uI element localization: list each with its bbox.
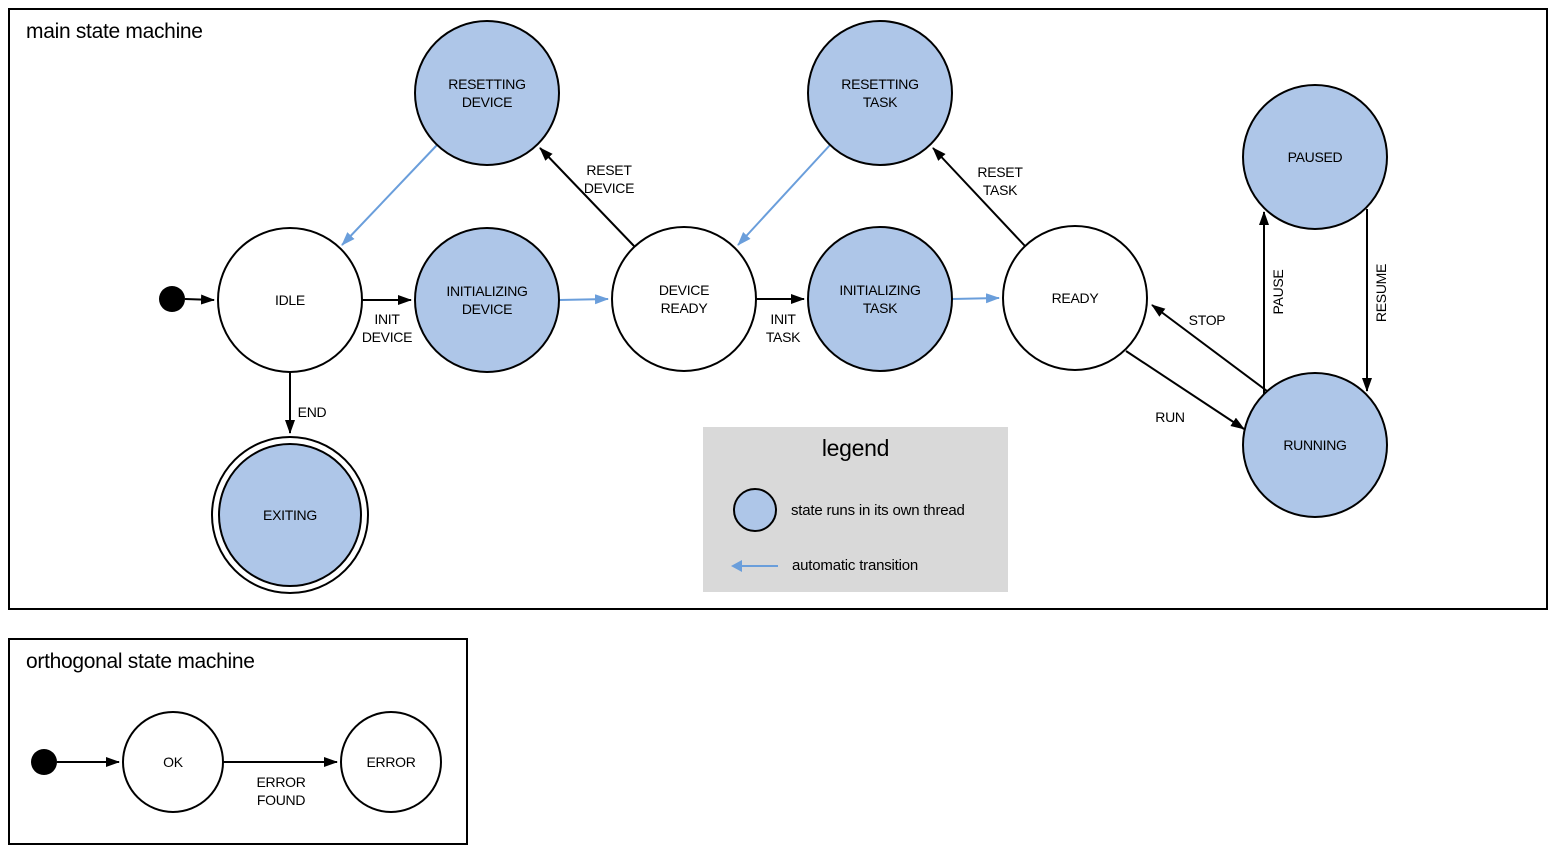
- orthogonal-state-machine-title: orthogonal state machine: [26, 650, 255, 673]
- automatic-transition-arrow-icon: [731, 559, 778, 572]
- transition-start-to-idle: [184, 294, 215, 305]
- state-label-idle: IDLE: [275, 292, 305, 308]
- transition-label-pause: PAUSE: [1270, 270, 1286, 315]
- state-ok: [122, 711, 224, 813]
- state-label-running: RUNNING: [1283, 437, 1346, 453]
- state-idle: [217, 227, 363, 373]
- legend-panel: legend state runs in its own thread auto…: [703, 427, 1008, 592]
- threaded-state-circle-icon: [733, 488, 777, 532]
- state-label-paused: PAUSED: [1288, 149, 1343, 165]
- state-label-ready: READY: [1052, 290, 1100, 306]
- transition-run: [1125, 350, 1245, 430]
- transition-auto-initializing-device-to-device-ready: [558, 294, 609, 305]
- transition-reset-task: [932, 147, 1026, 247]
- legend-title: legend: [821, 435, 890, 461]
- transition-auto-initializing-task-to-ready: [951, 293, 1000, 304]
- legend-automatic-transition-label: automatic transition: [792, 557, 919, 574]
- transition-label-end: END: [298, 404, 327, 420]
- state-exiting: [218, 443, 362, 587]
- transition-stop: [1151, 304, 1268, 392]
- state-label-exiting: EXITING: [263, 507, 317, 523]
- transition-auto-resetting-device-to-idle: [341, 144, 438, 246]
- state-running: [1242, 372, 1388, 518]
- arrow-shaft: [739, 564, 778, 567]
- state-label-error: ERROR: [366, 754, 415, 770]
- transition-auto-resetting-task-to-device-ready: [737, 144, 831, 246]
- transition-label-stop: STOP: [1189, 312, 1226, 328]
- state-device-ready: [611, 226, 757, 372]
- transition-label-resume: RESUME: [1373, 264, 1389, 322]
- orthogonal-state-machine-panel: orthogonal state machine: [8, 638, 468, 845]
- legend-item-automatic-transition: automatic transition: [731, 557, 918, 574]
- legend-threaded-state-label: state runs in its own thread: [791, 501, 965, 519]
- legend-item-threaded-state: state runs in its own thread: [733, 488, 965, 532]
- state-initializing-task: [807, 226, 953, 372]
- state-resetting-device: [414, 20, 560, 166]
- state-initializing-device: [414, 227, 560, 373]
- state-resetting-task: [807, 20, 953, 166]
- main-state-machine-title: main state machine: [26, 20, 203, 43]
- transition-reset-device: [539, 147, 635, 247]
- initial-state-dot: [31, 749, 57, 775]
- state-paused: [1242, 84, 1388, 230]
- state-label-ok: OK: [163, 754, 184, 770]
- state-error: [340, 711, 442, 813]
- initial-state-dot: [159, 286, 185, 312]
- transition-label-run: RUN: [1155, 409, 1184, 425]
- main-state-machine-panel: main state machine: [8, 8, 1548, 610]
- state-ready: [1002, 225, 1148, 371]
- arrowhead-icon: [731, 559, 742, 572]
